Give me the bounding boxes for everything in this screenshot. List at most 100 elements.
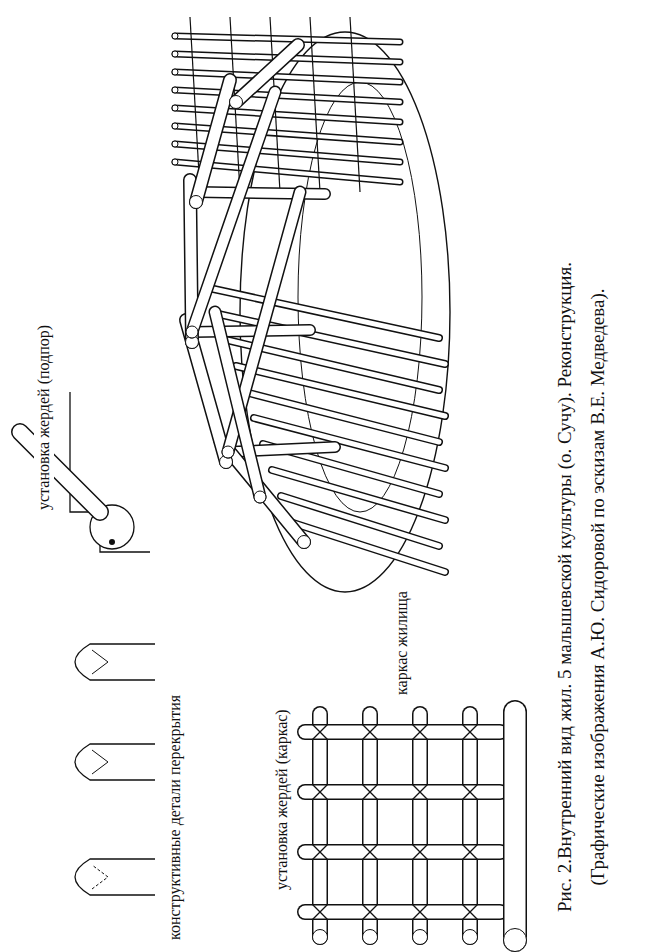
log-body bbox=[192, 92, 275, 332]
log-outline bbox=[290, 522, 445, 572]
lashing bbox=[412, 784, 428, 800]
log-body bbox=[464, 714, 477, 937]
log-end bbox=[363, 930, 378, 945]
lashing bbox=[412, 724, 428, 740]
lashing bbox=[362, 784, 378, 800]
lashing bbox=[312, 724, 328, 740]
log-outline bbox=[305, 784, 500, 800]
lashing bbox=[462, 904, 478, 920]
lashing bbox=[462, 784, 478, 800]
log-body bbox=[254, 418, 445, 468]
log-body bbox=[505, 712, 526, 940]
log-end bbox=[413, 930, 428, 945]
log-end bbox=[186, 326, 198, 338]
log-end bbox=[230, 96, 243, 109]
roof-details bbox=[75, 644, 155, 895]
log-outline bbox=[362, 714, 378, 937]
log-outline bbox=[20, 432, 100, 512]
log-body bbox=[196, 80, 230, 202]
log-end bbox=[172, 105, 178, 111]
log-body bbox=[272, 470, 445, 520]
lashing bbox=[312, 904, 328, 920]
log-end bbox=[222, 446, 234, 458]
lashing bbox=[362, 844, 378, 860]
figure-label: конструктивные детали перекрытия bbox=[165, 693, 185, 942]
log-end bbox=[463, 930, 478, 945]
log-body bbox=[290, 522, 445, 572]
log-outline bbox=[462, 714, 478, 937]
pole-end bbox=[75, 859, 155, 895]
log-outline bbox=[305, 724, 500, 740]
lashing bbox=[462, 904, 478, 920]
log-outline bbox=[305, 904, 500, 920]
log-outline bbox=[305, 844, 500, 860]
log-end bbox=[313, 930, 328, 945]
figure-caption: Рис. 2.Внутренний вид жил. 5 малышевской… bbox=[548, 237, 614, 937]
lashing bbox=[412, 784, 428, 800]
lashing bbox=[362, 904, 378, 920]
log-end bbox=[254, 491, 266, 503]
log-body bbox=[245, 392, 439, 442]
log-body bbox=[414, 714, 427, 937]
log-body bbox=[175, 108, 400, 122]
lashing bbox=[462, 724, 478, 740]
lashing bbox=[312, 844, 328, 860]
log-end bbox=[172, 141, 178, 147]
log-outline bbox=[254, 418, 445, 468]
lashing bbox=[362, 784, 378, 800]
lattice-pole bbox=[350, 17, 360, 192]
log-body bbox=[192, 330, 310, 332]
log-body bbox=[364, 714, 377, 937]
log-outline bbox=[236, 45, 298, 102]
log-body bbox=[20, 432, 100, 512]
lattice-pole bbox=[190, 17, 200, 192]
log-outline bbox=[412, 714, 428, 937]
log-outline bbox=[196, 80, 230, 202]
log-outline bbox=[175, 36, 400, 42]
notch-cut bbox=[92, 650, 108, 674]
notch-cut bbox=[92, 750, 108, 774]
lashing bbox=[462, 784, 478, 800]
log-body bbox=[314, 714, 327, 937]
log-outline bbox=[272, 470, 445, 520]
log-outline bbox=[503, 712, 527, 940]
lashing bbox=[312, 784, 328, 800]
log-body bbox=[175, 36, 400, 42]
lattice-detail bbox=[305, 712, 527, 952]
log-body bbox=[215, 312, 260, 497]
log-outline bbox=[175, 108, 400, 122]
log-body bbox=[220, 440, 304, 542]
notch bbox=[109, 539, 115, 545]
lashing bbox=[412, 844, 428, 860]
log-end bbox=[172, 87, 178, 93]
lashing bbox=[462, 844, 478, 860]
lashing bbox=[412, 844, 428, 860]
log-outline bbox=[175, 72, 400, 82]
log-outline bbox=[192, 330, 310, 332]
pole-end bbox=[75, 744, 155, 780]
log-end bbox=[504, 929, 527, 952]
log-outline bbox=[175, 90, 400, 102]
lashing bbox=[412, 724, 428, 740]
log-end bbox=[172, 123, 178, 129]
lashing bbox=[312, 844, 328, 860]
log-outline bbox=[245, 392, 439, 442]
lattice-pole bbox=[310, 17, 320, 192]
lashing bbox=[312, 724, 328, 740]
log-body bbox=[236, 45, 298, 102]
lashing bbox=[362, 844, 378, 860]
lashing bbox=[462, 724, 478, 740]
lashing bbox=[312, 904, 328, 920]
log-end bbox=[172, 33, 178, 39]
lashing bbox=[412, 904, 428, 920]
figure-label: установка жердей (подпор) bbox=[34, 323, 54, 512]
log-outline bbox=[215, 312, 260, 497]
log-end bbox=[172, 159, 178, 165]
pole-end bbox=[75, 644, 155, 680]
log-outline bbox=[312, 714, 328, 937]
ground-line bbox=[70, 392, 150, 552]
lashing bbox=[362, 724, 378, 740]
log-outline bbox=[236, 366, 445, 416]
log-end bbox=[190, 196, 203, 209]
